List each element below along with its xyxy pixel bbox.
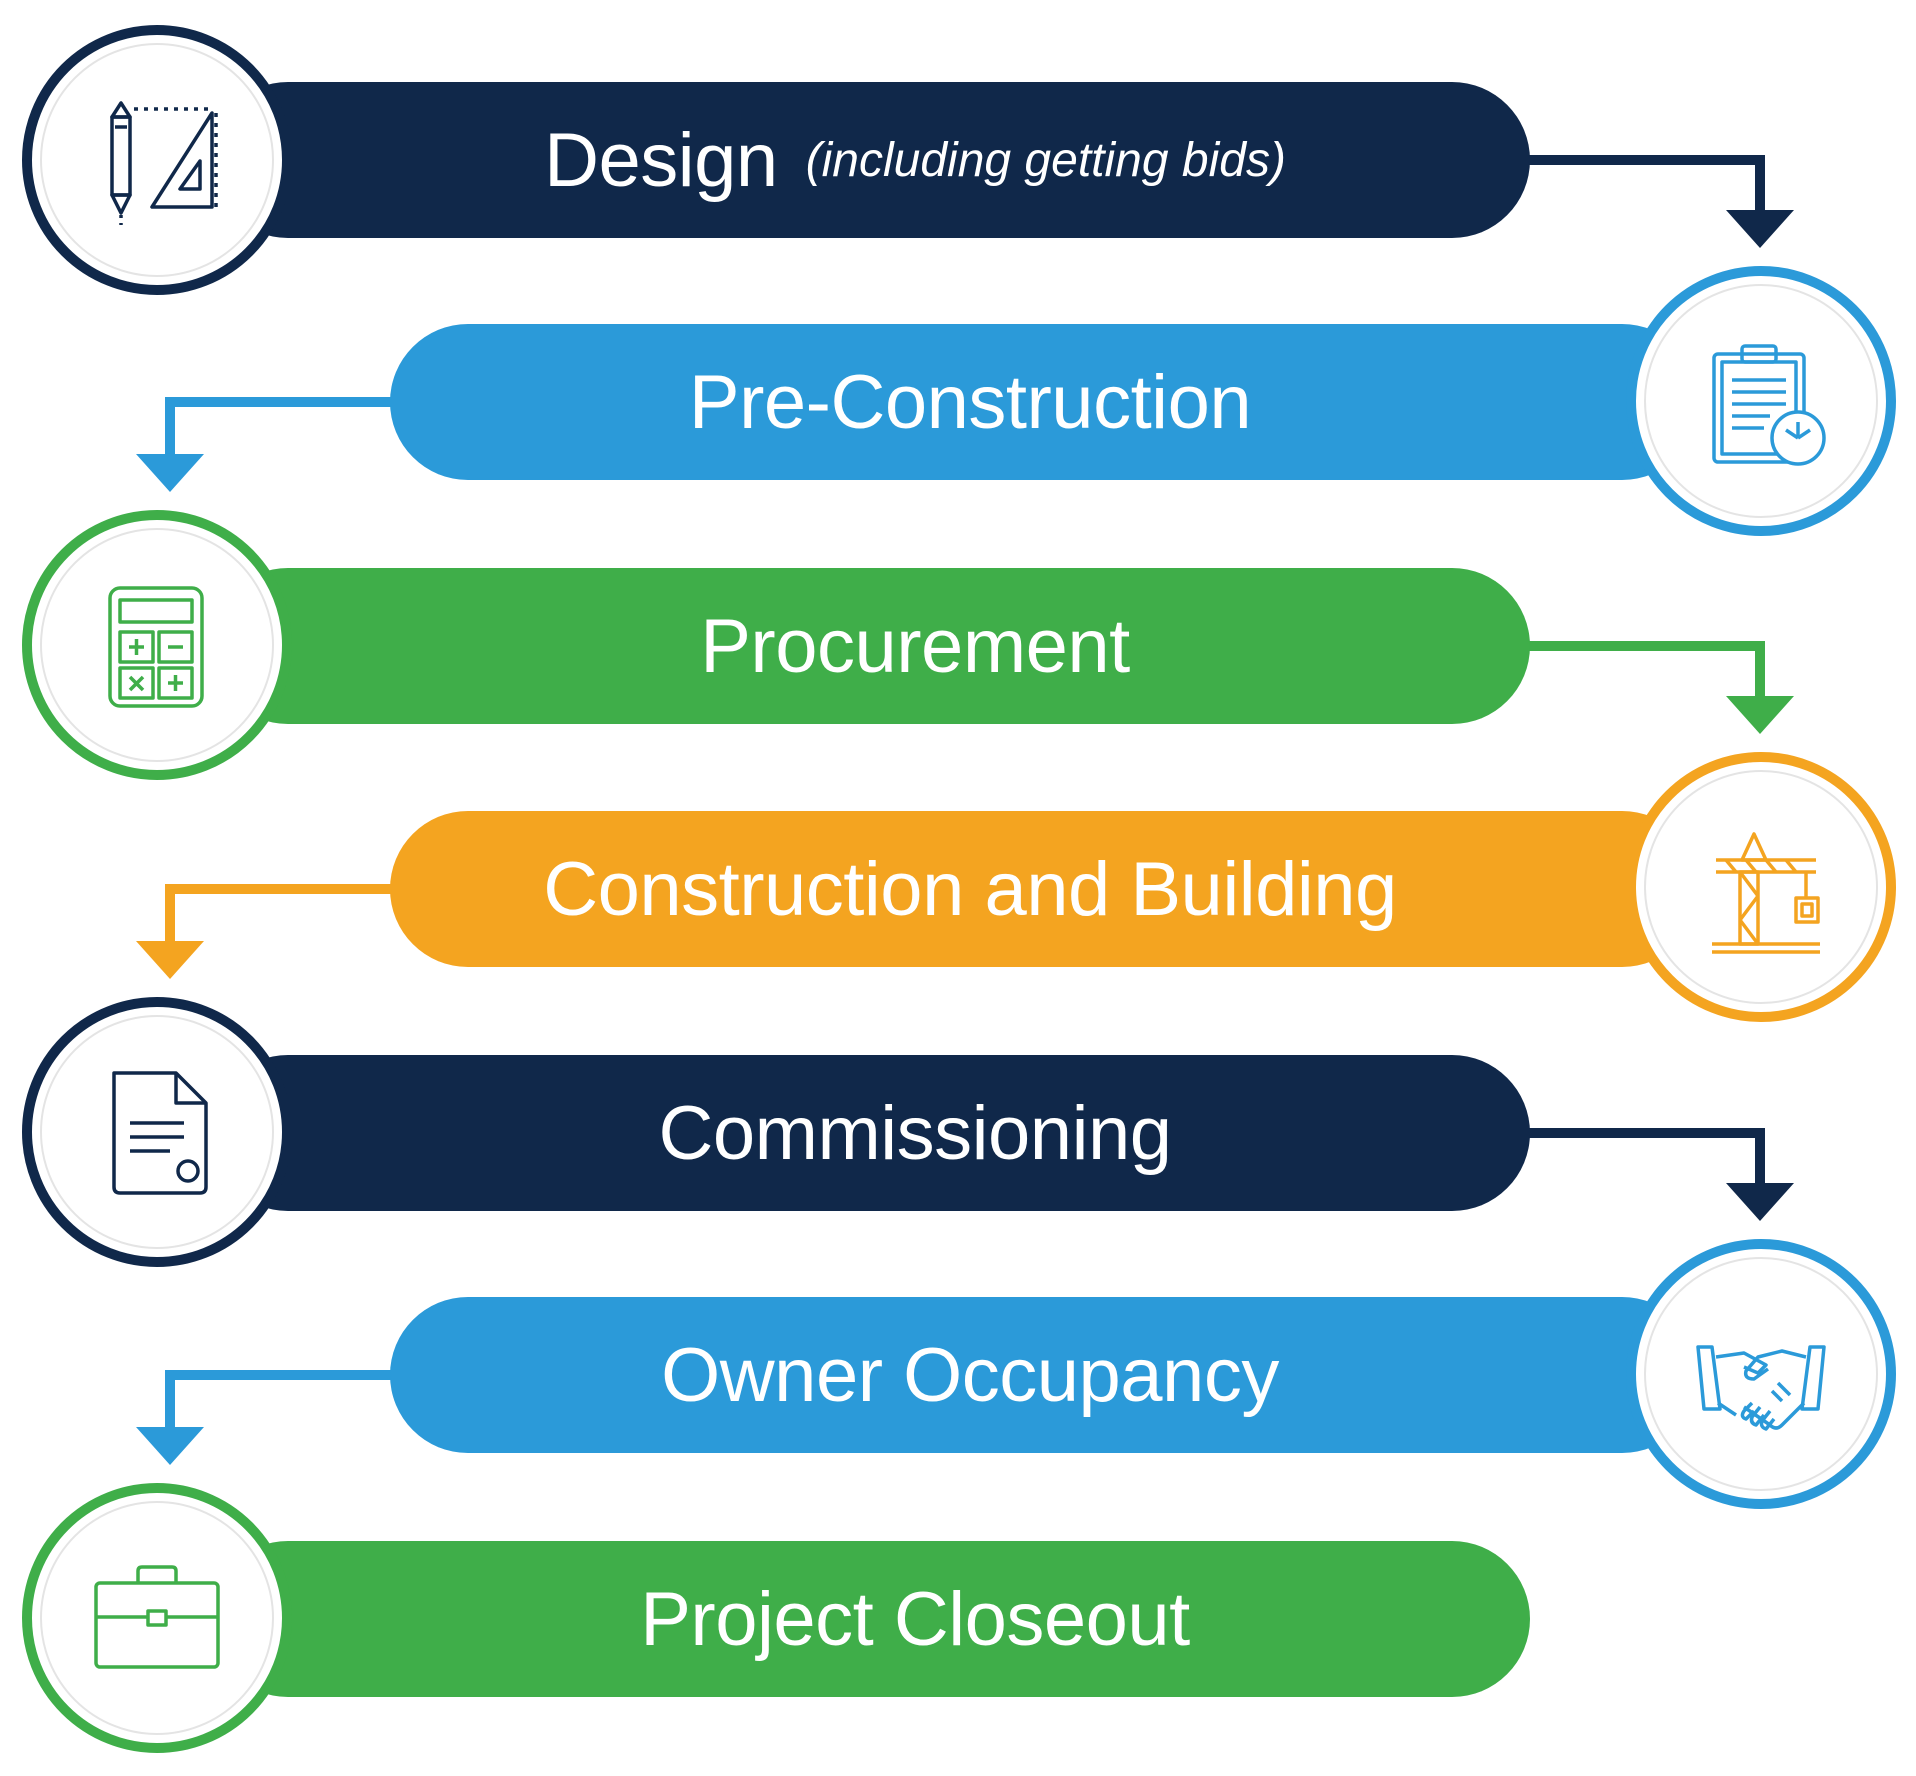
arrow-down-icon [136, 454, 204, 492]
connector-line-4 [165, 884, 395, 943]
connector-line-2 [165, 397, 395, 456]
step-bar-construction-and-building: Construction and Building [390, 811, 1700, 967]
step-icon-circle-design [22, 25, 292, 295]
connector-line-3 [1525, 641, 1765, 698]
step-bar-pre-construction: Pre-Construction [390, 324, 1700, 480]
arrow-down-icon [136, 941, 204, 979]
step-icon-circle-construction-and-building [1626, 752, 1896, 1022]
step-icon-circle-commissioning [22, 997, 292, 1267]
step-icon-circle-pre-construction [1626, 266, 1896, 536]
design-tools-icon [82, 85, 232, 235]
step-bar-owner-occupancy: Owner Occupancy [390, 1297, 1700, 1453]
arrow-down-icon [136, 1427, 204, 1465]
step-label: Project Closeout [640, 1576, 1190, 1662]
document-certificate-icon [82, 1057, 232, 1207]
step-label: Construction and Building [543, 846, 1397, 932]
connector-line-1 [1525, 155, 1765, 212]
step-label: Design [544, 117, 778, 203]
step-label: Commissioning [658, 1090, 1173, 1176]
crane-icon [1686, 812, 1836, 962]
step-bar-design: Design (including getting bids) [210, 82, 1530, 238]
arrow-down-icon [1726, 1183, 1794, 1221]
step-bar-project-closeout: Project Closeout [210, 1541, 1530, 1697]
arrow-down-icon [1726, 210, 1794, 248]
connector-line-6 [165, 1370, 395, 1429]
step-label: Pre-Construction [688, 359, 1252, 445]
clipboard-clock-icon [1686, 326, 1836, 476]
step-icon-circle-procurement [22, 510, 292, 780]
step-bar-commissioning: Commissioning [210, 1055, 1530, 1211]
handshake-icon [1686, 1299, 1836, 1449]
step-icon-circle-owner-occupancy [1626, 1239, 1896, 1509]
calculator-icon [82, 570, 232, 720]
step-label: Procurement [700, 603, 1130, 689]
connector-line-5 [1525, 1128, 1765, 1185]
briefcase-icon [82, 1543, 232, 1693]
step-bar-procurement: Procurement [210, 568, 1530, 724]
step-icon-circle-project-closeout [22, 1483, 292, 1753]
step-label: Owner Occupancy [661, 1332, 1279, 1418]
step-sublabel: (including getting bids) [805, 133, 1286, 187]
arrow-down-icon [1726, 696, 1794, 734]
